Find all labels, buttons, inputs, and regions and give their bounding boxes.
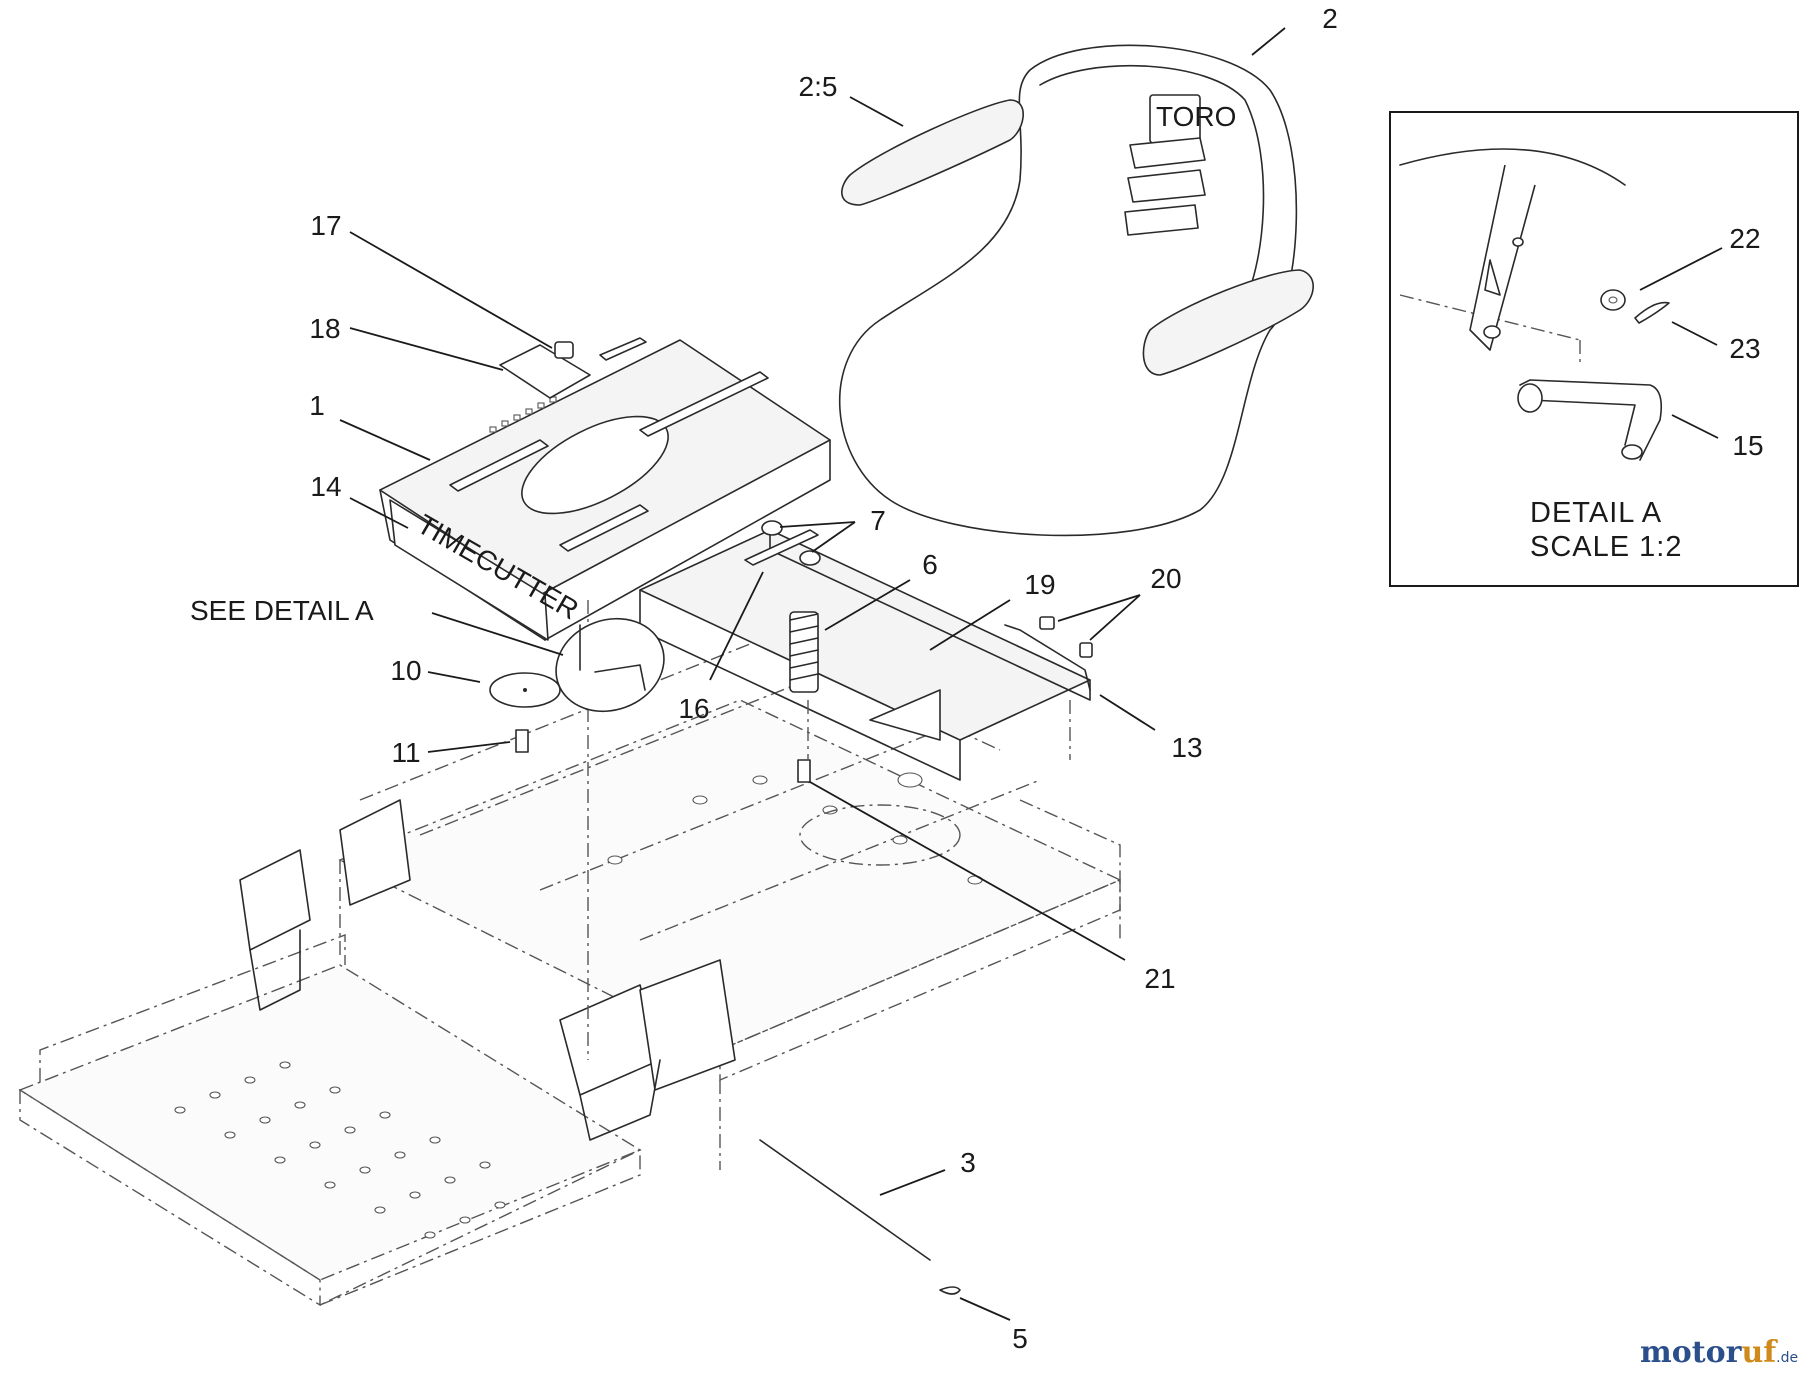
callout-16: 16 xyxy=(678,693,709,724)
seat-logo: TORO xyxy=(1156,101,1236,132)
callout-17: 17 xyxy=(310,210,341,241)
bolt-20b xyxy=(1079,642,1093,658)
adjust-holes xyxy=(489,396,557,433)
frame-holes xyxy=(607,772,983,885)
rod-3 xyxy=(759,1139,931,1261)
callout-2-5: 2:5 xyxy=(799,71,838,102)
mower-frame xyxy=(18,639,1122,1307)
callout-22: 22 xyxy=(1729,223,1760,254)
armrest-right xyxy=(1142,269,1314,376)
pin-15 xyxy=(1519,379,1663,461)
callout-1: 1 xyxy=(309,390,325,421)
bolt-21 xyxy=(797,759,811,783)
pin-5 xyxy=(939,1286,961,1295)
callout-2: 2 xyxy=(1322,3,1338,34)
detail-box xyxy=(1389,111,1799,587)
bolt-11 xyxy=(515,729,529,753)
callout-6: 6 xyxy=(922,549,938,580)
leader-lines xyxy=(339,27,1723,1321)
callout-7: 7 xyxy=(870,505,886,536)
seat-pan: TIMECUTTER xyxy=(379,337,831,641)
callout-3: 3 xyxy=(960,1147,976,1178)
watermark-logo: motoruf.de xyxy=(1640,1335,1798,1370)
detail-scale: SCALE 1:2 xyxy=(1530,531,1682,563)
callout-21: 21 xyxy=(1144,963,1175,994)
detail-a-circle xyxy=(555,617,665,713)
callout-11: 11 xyxy=(391,737,420,768)
callout-13: 13 xyxy=(1171,732,1202,763)
nut-7a xyxy=(761,520,783,536)
latch-bracket xyxy=(499,341,591,399)
see-detail-label: SEE DETAIL A xyxy=(190,595,374,626)
callout-19: 19 xyxy=(1024,569,1055,600)
washer-10-center xyxy=(523,688,527,692)
seat-mount-rail xyxy=(639,529,1091,781)
seat: TORO xyxy=(838,44,1314,537)
callout-18: 18 xyxy=(309,313,340,344)
callout-5: 5 xyxy=(1012,1323,1028,1354)
detail-title: DETAIL A xyxy=(1530,497,1662,529)
svg-text:motoruf.de: motoruf.de xyxy=(1640,1335,1798,1370)
callout-14: 14 xyxy=(310,471,341,502)
callout-15: 15 xyxy=(1732,430,1763,461)
bracket-13 xyxy=(1004,624,1091,691)
armrest-left xyxy=(841,99,1024,206)
deck-holes xyxy=(174,1061,506,1239)
callout-23: 23 xyxy=(1729,333,1760,364)
callout-20: 20 xyxy=(1150,563,1181,594)
nut-7b xyxy=(799,550,821,566)
bolt-20a xyxy=(1039,616,1055,630)
callout-10: 10 xyxy=(390,655,421,686)
spring xyxy=(789,611,819,693)
hairpin-23 xyxy=(1634,301,1670,324)
